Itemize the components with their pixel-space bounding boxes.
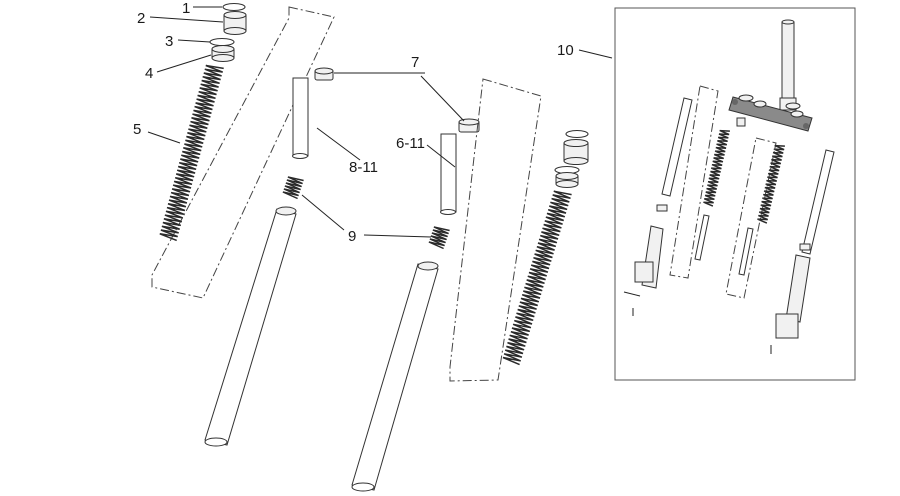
callout-2: 2 bbox=[137, 10, 145, 27]
assembly-inset-frame bbox=[614, 7, 856, 381]
part-3-o-ring bbox=[209, 37, 235, 47]
part-9-short-spring-left bbox=[282, 176, 304, 200]
right-fork-spring bbox=[502, 190, 572, 366]
left-stanchion-tube bbox=[204, 206, 297, 447]
callout-7: 7 bbox=[411, 54, 419, 71]
callout-5: 5 bbox=[133, 121, 141, 138]
callout-4: 4 bbox=[145, 65, 153, 82]
left-dashed-outline bbox=[151, 6, 335, 299]
part-1-snap-ring bbox=[222, 2, 246, 12]
part-8-11-damper-rod bbox=[292, 67, 334, 159]
callout-10: 10 bbox=[557, 42, 574, 59]
part-9-short-spring-right bbox=[428, 226, 450, 250]
callout-8-11: 8-11 bbox=[349, 159, 378, 176]
callout-6-11: 6-11 bbox=[396, 135, 425, 152]
leader-lines bbox=[147, 6, 613, 238]
right-snap-ring bbox=[565, 129, 589, 139]
part-4-spacer bbox=[211, 45, 235, 62]
right-spacer bbox=[555, 172, 579, 188]
part-5-fork-spring bbox=[159, 64, 224, 242]
part-2-cap bbox=[223, 11, 247, 35]
part-6-11-damper-rod bbox=[440, 118, 480, 215]
callout-9: 9 bbox=[348, 228, 356, 245]
callout-1: 1 bbox=[182, 0, 190, 17]
callout-3: 3 bbox=[165, 33, 173, 50]
right-cap bbox=[563, 139, 589, 165]
right-stanchion-tube bbox=[351, 261, 439, 492]
assembly-inset-drawing bbox=[623, 19, 835, 354]
